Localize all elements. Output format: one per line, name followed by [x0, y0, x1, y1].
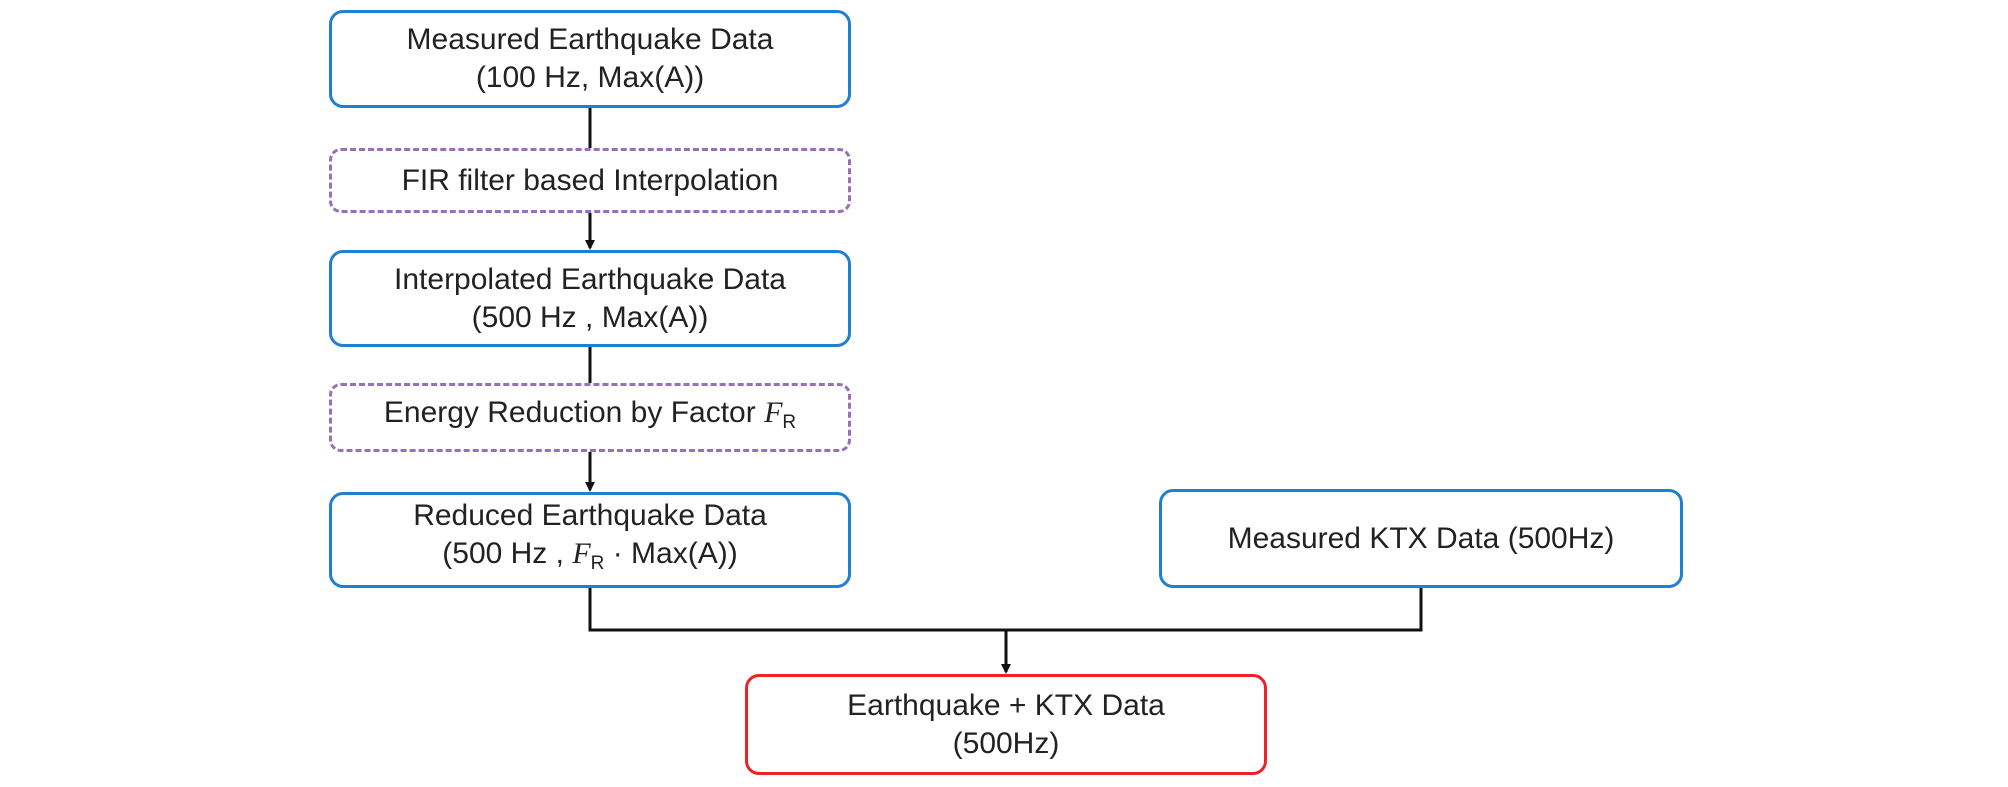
earthquake-ktx-output-box: Earthquake + KTX Data (500Hz)	[745, 674, 1267, 775]
measured-earthquake-data-box: Measured Earthquake Data (100 Hz, Max(A)…	[329, 10, 851, 108]
connector-ktx-to-merge	[1006, 588, 1423, 632]
factor-fr-symbol: FR	[764, 395, 796, 433]
reduced-earthquake-params: (500 Hz , FR · Max(A))	[442, 535, 737, 583]
combined-params: (500Hz)	[952, 726, 1060, 760]
measured-ktx-data-box: Measured KTX Data (500Hz)	[1159, 489, 1683, 588]
combined-title: Earthquake + KTX Data	[847, 688, 1165, 722]
measured-ktx-label: Measured KTX Data (500Hz)	[1227, 521, 1615, 555]
reduced-params-prefix: (500 Hz ,	[442, 537, 573, 570]
energy-reduction-label: Energy Reduction by Factor FR	[384, 394, 796, 442]
interpolated-earthquake-params: (500 Hz , Max(A))	[471, 300, 709, 334]
factor-fr-letter: F	[764, 395, 783, 429]
reduced-params-suffix: · Max(A))	[604, 537, 738, 570]
interpolated-earthquake-title: Interpolated Earthquake Data	[394, 262, 786, 296]
measured-earthquake-title: Measured Earthquake Data	[406, 23, 774, 56]
connector-reduced-to-merge	[588, 588, 1006, 632]
reduced-earthquake-data-box: Reduced Earthquake Data (500 Hz , FR · M…	[329, 492, 851, 588]
energy-reduction-step: Energy Reduction by Factor FR	[329, 383, 851, 452]
measured-earthquake-params: (100 Hz, Max(A))	[475, 61, 705, 94]
factor-fr-letter: F	[572, 537, 591, 570]
factor-fr-subscript: R	[782, 411, 797, 433]
reduced-earthquake-title: Reduced Earthquake Data	[413, 499, 767, 532]
fir-interpolation-step: FIR filter based Interpolation	[329, 148, 851, 213]
factor-fr-symbol: FR	[572, 537, 604, 574]
energy-reduction-text: Energy Reduction by Factor	[383, 395, 765, 429]
fir-interpolation-label: FIR filter based Interpolation	[401, 163, 779, 197]
factor-fr-subscript: R	[590, 553, 605, 574]
interpolated-earthquake-data-box: Interpolated Earthquake Data (500 Hz , M…	[329, 250, 851, 347]
